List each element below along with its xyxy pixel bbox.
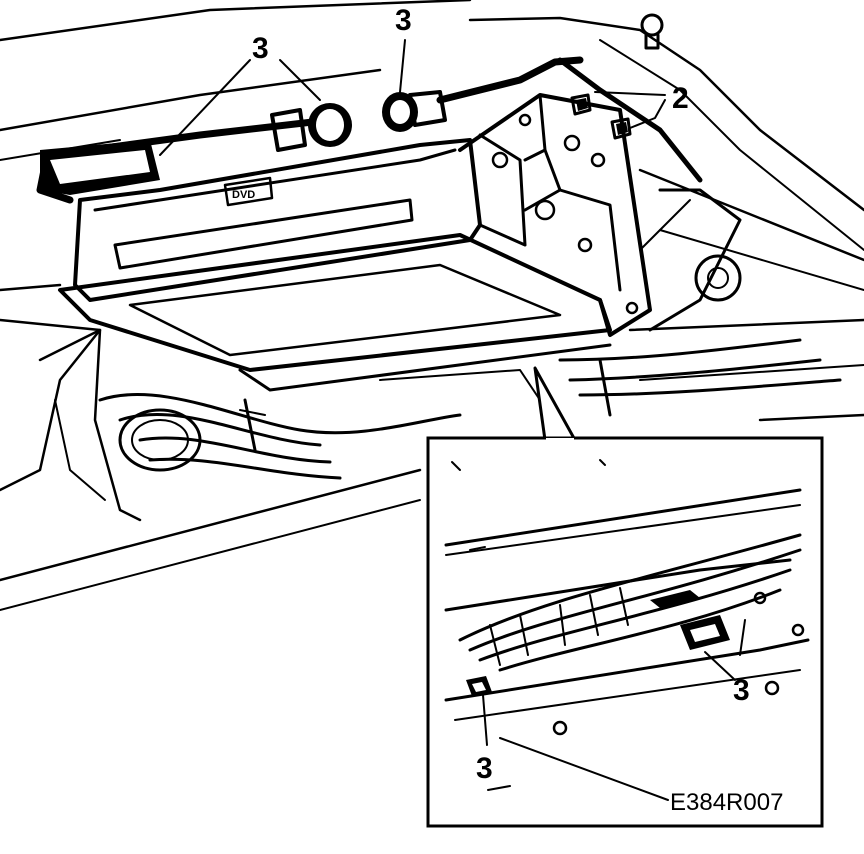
- wiring-harness: [36, 56, 842, 480]
- callout-inset-right: 3: [733, 674, 750, 707]
- callout-inset-left: 3: [476, 752, 493, 785]
- vehicle-body-background: [0, 0, 864, 611]
- callout-top-left: 3: [252, 32, 269, 65]
- mounting-screws: [570, 93, 632, 140]
- svg-text:DVD: DVD: [232, 189, 255, 201]
- leader-lines: [159, 39, 666, 156]
- callout-top-right: 2: [672, 82, 689, 115]
- detail-inset: [426, 366, 824, 828]
- electronic-module: DVD: [58, 93, 652, 392]
- push-clip-fastener: [640, 13, 664, 50]
- figure-code-label: E384R007: [670, 789, 783, 816]
- callout-top-center: 3: [395, 4, 412, 37]
